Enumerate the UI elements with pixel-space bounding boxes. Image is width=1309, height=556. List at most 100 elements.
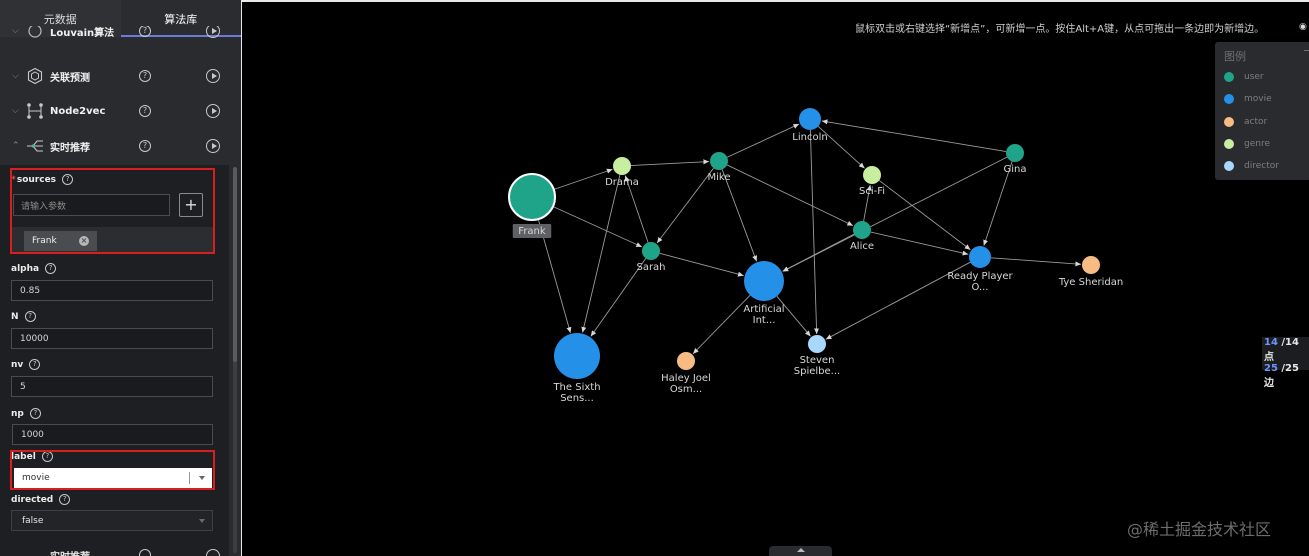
graph-edge[interactable]	[821, 119, 1007, 152]
select-divider	[189, 472, 190, 484]
sources-input[interactable]: 请输入参数	[13, 194, 170, 216]
graph-edge[interactable]	[817, 126, 865, 169]
help-icon[interactable]: ?	[62, 174, 74, 185]
graph-edge[interactable]	[656, 167, 714, 244]
play-icon[interactable]	[206, 549, 220, 556]
graph-edge[interactable]	[776, 296, 811, 337]
graph-edge[interactable]	[590, 258, 647, 337]
graph-edge[interactable]	[782, 156, 1008, 272]
graph-node-label: Osm...	[670, 384, 702, 395]
graph-node-circle[interactable]	[799, 108, 821, 130]
add-source-button[interactable]: +	[179, 193, 203, 217]
graph-edge[interactable]	[552, 206, 643, 248]
graph-edge[interactable]	[553, 168, 613, 190]
graph-node-ready[interactable]: Ready PlayerO...	[947, 246, 1014, 293]
graph-edge[interactable]	[782, 233, 855, 272]
help-icon[interactable]: ?	[139, 26, 151, 37]
graph-edge[interactable]	[659, 252, 744, 277]
graph-node-gina[interactable]: Gina	[1004, 144, 1027, 175]
help-icon[interactable]: ?	[24, 311, 36, 322]
graph-node-circle[interactable]	[1006, 144, 1024, 162]
expand-bottom-panel-button[interactable]	[769, 546, 832, 556]
graph-node-frank[interactable]: Frank	[508, 173, 556, 238]
nv-input[interactable]: 5	[11, 376, 213, 397]
help-icon[interactable]: ?	[139, 105, 151, 117]
play-icon[interactable]	[206, 26, 220, 38]
n-input[interactable]: 10000	[11, 328, 213, 349]
algorithm-item-louvain[interactable]: ⌵ Louvain算法 ?	[0, 26, 241, 48]
graph-node-haley[interactable]: Haley JoelOsm...	[661, 352, 711, 395]
graph-edge[interactable]	[721, 169, 758, 262]
close-icon[interactable]: ×	[79, 236, 89, 246]
eye-icon[interactable]: ◉	[1299, 22, 1307, 32]
legend-item-actor[interactable]: actor	[1224, 117, 1267, 127]
graph-edge[interactable]	[990, 257, 1082, 267]
help-icon[interactable]: ?	[29, 359, 41, 370]
legend-label: actor	[1244, 117, 1268, 127]
help-icon[interactable]: ?	[139, 70, 151, 82]
graph-node-circle[interactable]	[554, 333, 600, 379]
directed-select[interactable]: false	[11, 510, 213, 531]
graph-edge[interactable]	[692, 295, 751, 355]
scrollbar-thumb[interactable]	[232, 167, 237, 362]
alpha-input[interactable]: 0.85	[11, 280, 213, 301]
graph-node-tye[interactable]: Tye Sheridan	[1058, 256, 1123, 288]
graph-edge[interactable]	[878, 180, 971, 251]
graph-edge[interactable]	[870, 231, 969, 256]
graph-edge[interactable]	[726, 123, 800, 158]
legend-collapse-icon[interactable]	[1304, 50, 1309, 51]
help-icon[interactable]: ?	[139, 140, 151, 152]
legend-item-genre[interactable]: genre	[1224, 139, 1270, 149]
graph-node-alice[interactable]: Alice	[850, 221, 874, 252]
legend-item-director[interactable]: director	[1224, 161, 1279, 171]
graph-edge[interactable]	[825, 261, 971, 340]
chevron-down-icon: ⌵	[12, 106, 19, 116]
graph-node-circle[interactable]	[969, 246, 991, 268]
algorithm-item-realtime-recommend[interactable]: ⌃ 实时推荐 ?	[0, 129, 241, 163]
help-icon[interactable]: ?	[29, 408, 41, 419]
graph-node-sixth[interactable]: The SixthSens...	[552, 333, 601, 404]
graph-node-steven[interactable]: StevenSpielbe...	[794, 335, 840, 377]
graph-node-circle[interactable]	[508, 173, 556, 221]
algorithm-item-node2vec[interactable]: ⌵ Node2vec ?	[0, 94, 241, 128]
graph-edge[interactable]	[537, 219, 572, 334]
legend-item-user[interactable]: user	[1224, 72, 1264, 82]
graph-edge[interactable]	[863, 184, 872, 222]
graph-node-circle[interactable]	[613, 157, 631, 175]
play-icon[interactable]	[206, 69, 220, 83]
graph-node-scifi[interactable]: Sci-Fi	[859, 166, 885, 197]
graph-node-circle[interactable]	[863, 166, 881, 184]
panel-tabs: 元数据 算法库	[0, 0, 241, 37]
graph-edge[interactable]	[726, 164, 854, 227]
label-select[interactable]: movie	[14, 468, 212, 488]
graph-node-mike[interactable]: Mike	[708, 152, 731, 183]
graph-node-ai[interactable]: ArtificialInt...	[743, 261, 785, 326]
graph-node-circle[interactable]	[744, 261, 784, 301]
play-icon[interactable]	[206, 104, 220, 118]
next-algorithm-item[interactable]: 实时推荐	[0, 531, 229, 556]
params-scrollbar[interactable]	[231, 165, 241, 556]
graph-node-circle[interactable]	[677, 352, 695, 370]
graph-node-drama[interactable]: Drama	[605, 157, 639, 188]
graph-edge[interactable]	[630, 159, 710, 166]
graph-node-circle[interactable]	[710, 152, 728, 170]
graph-node-circle[interactable]	[808, 335, 826, 353]
graph-node-circle[interactable]	[853, 221, 871, 239]
graph-edge[interactable]	[983, 161, 1013, 246]
graph-node-circle[interactable]	[1082, 256, 1100, 274]
graph-node-lincoln[interactable]: Lincoln	[792, 108, 828, 143]
graph-edge[interactable]	[624, 175, 649, 243]
np-input[interactable]: 1000	[12, 424, 213, 445]
tab-metadata[interactable]: 元数据	[43, 12, 77, 26]
graph-node-sarah[interactable]: Sarah	[636, 242, 666, 273]
algorithm-item-link-prediction[interactable]: ⌵ 关联预测 ?	[0, 59, 241, 93]
graph-node-circle[interactable]	[642, 242, 660, 260]
graph-edge[interactable]	[809, 129, 820, 335]
play-icon[interactable]	[206, 139, 220, 153]
help-icon[interactable]	[139, 549, 151, 556]
help-icon[interactable]: ?	[59, 494, 71, 505]
legend-item-movie[interactable]: movie	[1224, 94, 1272, 104]
help-icon[interactable]: ?	[45, 263, 57, 274]
graph-edge[interactable]	[581, 174, 621, 333]
